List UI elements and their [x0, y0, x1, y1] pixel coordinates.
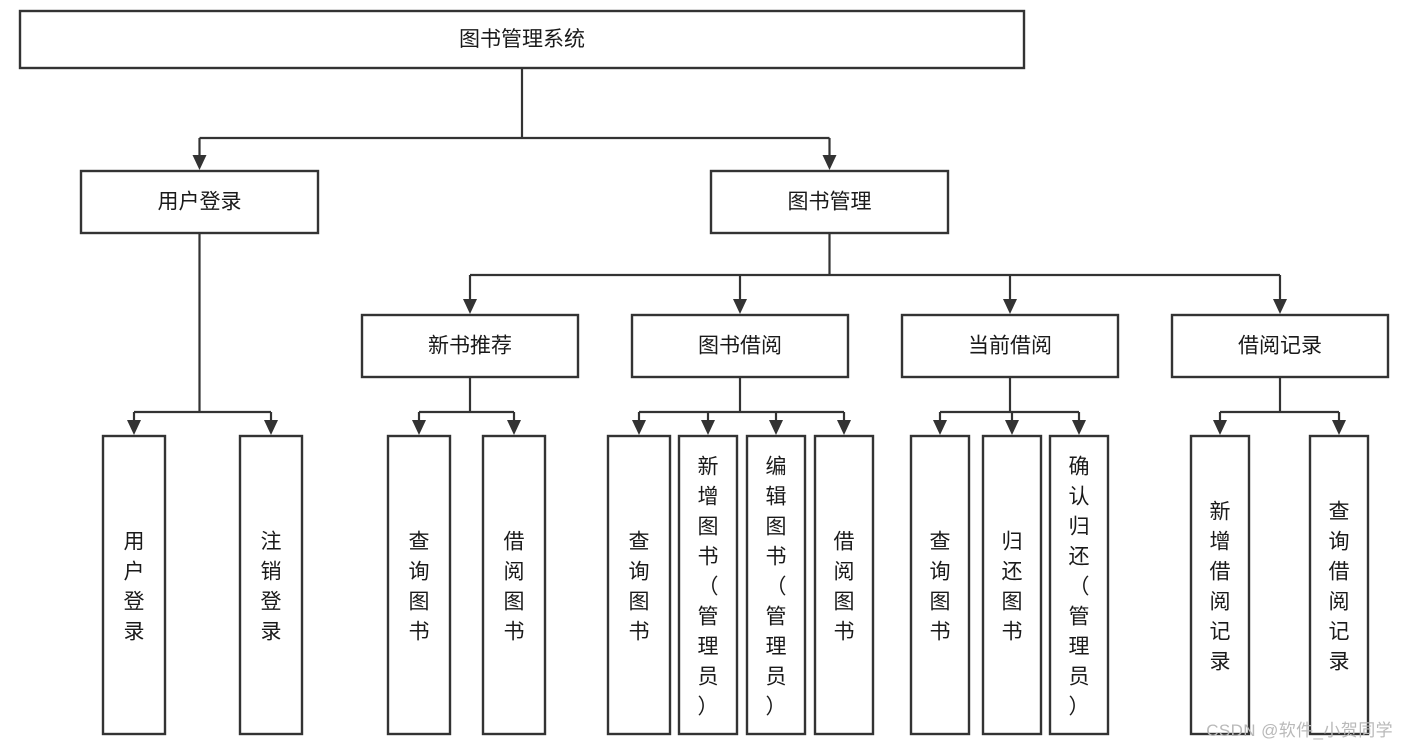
- node-leaf-add-book[interactable]: 新增图书（管理员）: [677, 434, 739, 736]
- arrow-head-icon: [412, 420, 426, 435]
- arrow-head-icon: [127, 420, 141, 435]
- node-label: 用户登录: [158, 191, 242, 214]
- node-box[interactable]: [709, 169, 950, 235]
- node-label: 确认归还（管理员）: [1069, 455, 1090, 718]
- arrow-head-icon: [733, 299, 747, 314]
- node-user-login[interactable]: 用户登录: [79, 169, 320, 235]
- node-label: 新书推荐: [428, 335, 512, 358]
- node-label: 用户登录: [124, 530, 145, 643]
- node-current-borrow[interactable]: 当前借阅: [900, 313, 1120, 379]
- arrow-head-icon: [463, 299, 477, 314]
- node-leaf-user-login[interactable]: 用户登录: [101, 434, 167, 736]
- node-box[interactable]: [360, 313, 580, 379]
- node-label: 注销登录: [261, 530, 282, 643]
- node-label: 查询图书: [930, 530, 951, 643]
- node-box[interactable]: [1170, 313, 1390, 379]
- node-label: 新增借阅记录: [1210, 500, 1231, 673]
- arrow-head-icon: [837, 420, 851, 435]
- node-label: 当前借阅: [968, 335, 1052, 358]
- node-box[interactable]: [386, 434, 452, 736]
- node-leaf-query-book-1[interactable]: 查询图书: [386, 434, 452, 736]
- node-label: 查询借阅记录: [1329, 500, 1350, 673]
- arrow-head-icon: [1072, 420, 1086, 435]
- node-label: 图书借阅: [698, 335, 782, 358]
- node-label: 图书管理系统: [459, 28, 585, 51]
- arrow-head-icon: [264, 420, 278, 435]
- node-box[interactable]: [981, 434, 1043, 736]
- node-box[interactable]: [630, 313, 850, 379]
- arrow-head-icon: [769, 420, 783, 435]
- node-root-book-management-system[interactable]: 图书管理系统: [18, 9, 1026, 70]
- arrow-head-icon: [1332, 420, 1346, 435]
- node-label: 图书管理: [788, 191, 872, 214]
- node-box[interactable]: [745, 434, 807, 736]
- node-label: 归还图书: [1002, 530, 1023, 643]
- node-leaf-query-book-2[interactable]: 查询图书: [606, 434, 672, 736]
- arrow-head-icon: [1003, 299, 1017, 314]
- node-leaf-confirm-return[interactable]: 确认归还（管理员）: [1048, 434, 1110, 736]
- node-label: 查询图书: [629, 530, 650, 643]
- node-book-manage[interactable]: 图书管理: [709, 169, 950, 235]
- node-box[interactable]: [1189, 434, 1251, 736]
- node-label: 编辑图书（管理员）: [766, 455, 787, 718]
- node-leaf-add-record[interactable]: 新增借阅记录: [1189, 434, 1251, 736]
- node-box[interactable]: [1048, 434, 1110, 736]
- node-label: 借阅记录: [1238, 335, 1322, 358]
- arrow-head-icon: [822, 155, 837, 170]
- node-leaf-query-record[interactable]: 查询借阅记录: [1308, 434, 1370, 736]
- node-label: 查询图书: [409, 530, 430, 643]
- node-leaf-query-book-3[interactable]: 查询图书: [909, 434, 971, 736]
- node-label: 新增图书（管理员）: [698, 455, 719, 718]
- node-box[interactable]: [238, 434, 304, 736]
- arrow-head-icon: [507, 420, 521, 435]
- node-label: 借阅图书: [834, 530, 855, 643]
- arrow-head-icon: [1273, 299, 1287, 314]
- node-box[interactable]: [813, 434, 875, 736]
- node-layer: 图书管理系统用户登录图书管理新书推荐图书借阅当前借阅借阅记录用户登录注销登录查询…: [18, 9, 1390, 736]
- node-leaf-borrow-book-2[interactable]: 借阅图书: [813, 434, 875, 736]
- connector-layer: [127, 68, 1346, 435]
- node-box[interactable]: [677, 434, 739, 736]
- arrow-head-icon: [632, 420, 646, 435]
- node-book-borrow[interactable]: 图书借阅: [630, 313, 850, 379]
- node-leaf-return-book[interactable]: 归还图书: [981, 434, 1043, 736]
- node-box[interactable]: [900, 313, 1120, 379]
- node-leaf-logout[interactable]: 注销登录: [238, 434, 304, 736]
- arrow-head-icon: [701, 420, 715, 435]
- node-leaf-edit-book[interactable]: 编辑图书（管理员）: [745, 434, 807, 736]
- node-box[interactable]: [606, 434, 672, 736]
- arrow-head-icon: [1005, 420, 1019, 435]
- node-leaf-borrow-book-1[interactable]: 借阅图书: [481, 434, 547, 736]
- node-box[interactable]: [18, 9, 1026, 70]
- node-box[interactable]: [909, 434, 971, 736]
- arrow-head-icon: [192, 155, 207, 170]
- node-label: 借阅图书: [504, 530, 525, 643]
- node-box[interactable]: [481, 434, 547, 736]
- arrow-head-icon: [933, 420, 947, 435]
- node-box[interactable]: [79, 169, 320, 235]
- node-borrow-record[interactable]: 借阅记录: [1170, 313, 1390, 379]
- node-box[interactable]: [101, 434, 167, 736]
- node-box[interactable]: [1308, 434, 1370, 736]
- node-new-book-rec[interactable]: 新书推荐: [360, 313, 580, 379]
- arrow-head-icon: [1213, 420, 1227, 435]
